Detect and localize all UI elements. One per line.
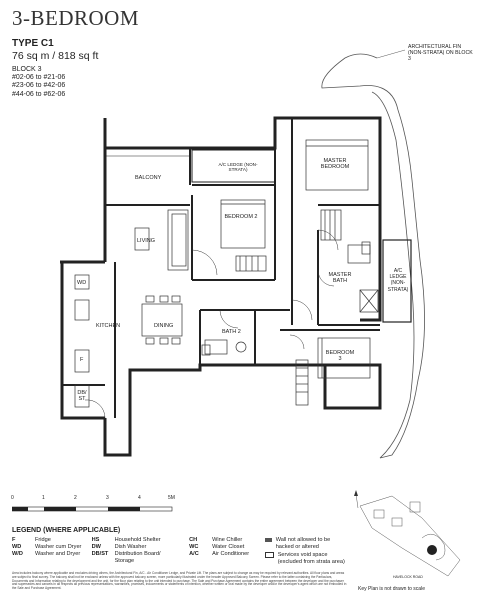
room-master-bath: MASTER BATH bbox=[328, 272, 352, 285]
unit-range: #23-06 to #42-06 bbox=[12, 82, 66, 90]
room-bath-2: BATH 2 bbox=[222, 329, 241, 335]
legend-title: LEGEND (WHERE APPLICABLE) bbox=[12, 527, 121, 534]
label-wd: WD bbox=[77, 280, 87, 286]
scale-tick: 0 bbox=[11, 495, 14, 501]
interior-walls bbox=[62, 118, 380, 418]
key-plan-road: HAVELOCK ROAD bbox=[393, 575, 423, 579]
legend-value: Wall not allowed to be hacked or altered bbox=[275, 537, 331, 550]
legend-key: F bbox=[12, 537, 16, 543]
legend-key: DB/ST bbox=[91, 551, 109, 557]
unit-range: #02-06 to #21-06 bbox=[12, 74, 66, 82]
legend-key: CH bbox=[189, 537, 198, 543]
legend-value: Washer and Dryer bbox=[35, 551, 81, 557]
room-kitchen: KITCHEN bbox=[96, 323, 121, 329]
label-db-st: DB/ ST bbox=[77, 390, 87, 403]
scale-tick: 5M bbox=[168, 495, 175, 501]
legend-col-3: CH Wine Chiller WC Water Closet A/C Air Con… bbox=[189, 537, 263, 558]
legend-value: Services void space (excluded from strat… bbox=[277, 552, 345, 565]
room-ac-ledge-top: A/C LEDGE (NON-STRATA) bbox=[218, 162, 258, 172]
legend-value: Water Closet bbox=[212, 544, 245, 550]
furniture bbox=[74, 139, 379, 408]
legend-key: WC bbox=[189, 544, 199, 550]
legend-value: Air Conditioner bbox=[212, 551, 250, 557]
unit-range: #44-06 to #62-06 bbox=[12, 90, 66, 98]
key-plan bbox=[354, 490, 461, 577]
block-label: BLOCK 3 bbox=[12, 66, 42, 73]
legend-key: DW bbox=[91, 544, 101, 550]
room-living: LIVING bbox=[137, 238, 156, 244]
unit-list: BLOCK 3 #02-06 to #21-06 #23-06 to #42-0… bbox=[12, 66, 65, 99]
legend-col-2: HS Household Shelter DW Dish Washer DB/ST D… bbox=[92, 537, 188, 565]
legend-value: Fridge bbox=[35, 537, 51, 543]
wall-swatch bbox=[264, 537, 272, 542]
ac-ledge-right bbox=[382, 239, 412, 323]
legend-key: HS bbox=[91, 537, 100, 543]
legend-value: Wine Chiller bbox=[212, 537, 243, 543]
void-swatch bbox=[264, 552, 274, 558]
unit-type: TYPE C1 bbox=[12, 38, 54, 49]
door-swings bbox=[84, 229, 339, 419]
scale-bar: 0 1 2 3 4 5M bbox=[11, 495, 182, 517]
room-bedroom-3: BEDROOM 3 bbox=[325, 350, 355, 363]
arch-fin-note: ARCHITECTURAL FIN (NON-STRATA) ON BLOCK … bbox=[408, 44, 473, 62]
unit-size: 76 sq m / 818 sq ft bbox=[12, 50, 99, 62]
key-plan-note: Key Plan is not drawn to scale bbox=[358, 586, 425, 592]
page-title: 3-BEDROOM bbox=[12, 6, 140, 30]
disclaimer: Area includes balcony where applicable a… bbox=[12, 571, 347, 591]
room-balcony: BALCONY bbox=[135, 175, 162, 181]
room-ac-ledge-right: A/C LEDGE (NON-STRATA) bbox=[387, 268, 409, 293]
legend-key: WD bbox=[12, 544, 22, 550]
scale-tick: 3 bbox=[106, 495, 109, 501]
ac-ledge-top bbox=[191, 149, 276, 183]
label-f: F bbox=[80, 357, 84, 363]
scale-tick: 4 bbox=[138, 495, 141, 501]
legend-col-4: Wall not allowed to be hacked or altered… bbox=[264, 537, 353, 566]
architectural-fin bbox=[321, 53, 425, 459]
room-bedroom-2: BEDROOM 2 bbox=[224, 214, 258, 220]
room-master-bedroom: MASTER BEDROOM bbox=[320, 158, 350, 171]
legend-col-1: F Fridge WD Washer cum Dryer W/D Washer and… bbox=[12, 537, 90, 558]
scale-tick: 1 bbox=[42, 495, 45, 501]
legend-value: Household Shelter bbox=[114, 537, 161, 543]
legend: F Fridge WD Washer cum Dryer W/D Washer and… bbox=[12, 537, 353, 566]
legend-key: A/C bbox=[189, 551, 199, 557]
legend-value: Dish Washer bbox=[114, 544, 147, 550]
floor-plan bbox=[60, 49, 425, 459]
legend-value: Distribution Board/ Storage bbox=[114, 551, 161, 564]
scale-tick: 2 bbox=[74, 495, 77, 501]
room-dining: DINING bbox=[154, 323, 174, 329]
legend-key: W/D bbox=[12, 551, 23, 557]
legend-value: Washer cum Dryer bbox=[35, 544, 82, 550]
